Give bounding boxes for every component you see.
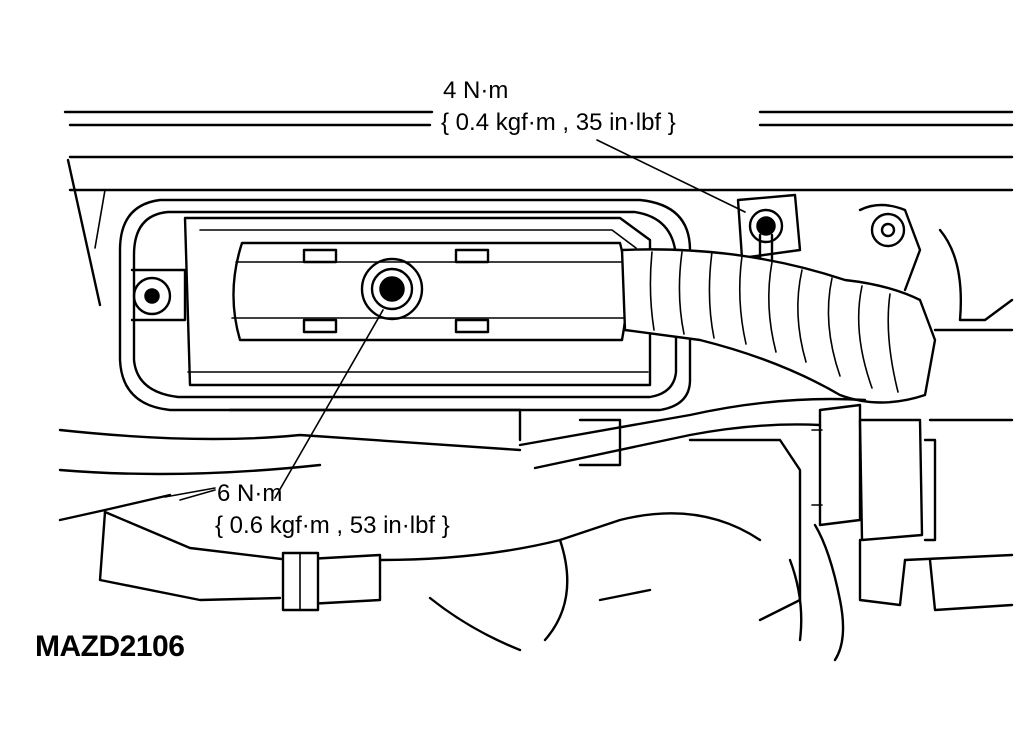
lower-torque-detail: { 0.6 kgf·m , 53 in·lbf }: [215, 512, 450, 539]
lower-torque-value: 6 N·m: [217, 480, 283, 507]
background-frame-lines: [63, 110, 1014, 307]
upper-torque-value: 4 N·m: [443, 77, 509, 104]
lower-pipes-and-harness: [58, 397, 867, 652]
figure-code: MAZD2106: [35, 630, 185, 663]
right-connector-assembly: [688, 203, 1014, 662]
leader-lines: [164, 139, 746, 501]
corrugated-hose: [620, 248, 937, 404]
upper-right-bolt: [736, 193, 802, 264]
canister-body: [231, 241, 628, 342]
center-mounting-bolt: [360, 257, 424, 321]
left-mount-stud: [130, 268, 187, 322]
upper-torque-detail: { 0.4 kgf·m , 35 in·lbf }: [441, 109, 676, 136]
